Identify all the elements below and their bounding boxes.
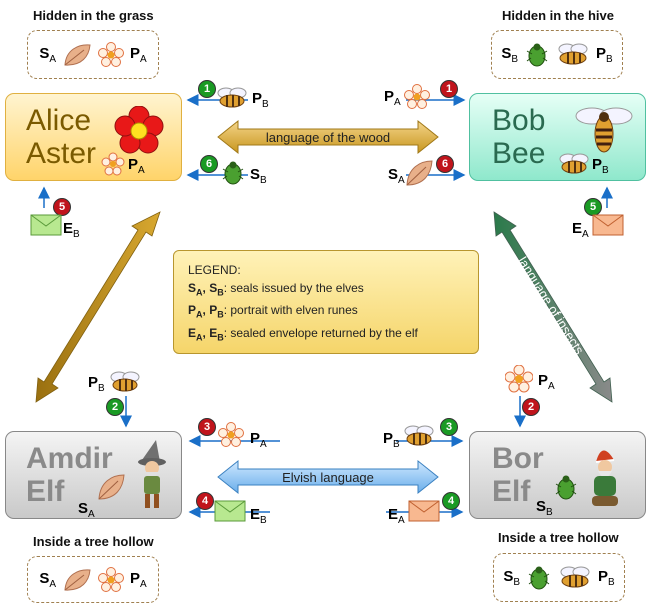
seal-label: SA — [78, 500, 95, 520]
channel-arrow-right — [493, 211, 613, 403]
hidden-items-alice: SA PA — [27, 30, 159, 79]
hidden-items-bor: SB PB — [493, 553, 625, 602]
seal-label: SB — [536, 498, 553, 518]
seal-label: SB — [503, 567, 520, 588]
legend-title: LEGEND: — [188, 263, 241, 277]
elf-figure-icon — [592, 450, 618, 506]
portrait-label: PA — [384, 88, 401, 108]
step-badge: 2 — [106, 398, 124, 416]
step-badge: 4 — [196, 492, 214, 510]
channel-label-top: language of the wood — [265, 130, 391, 145]
bee-icon — [558, 43, 588, 64]
legend-row-envelopes: EA, EB: sealed envelope returned by the … — [188, 325, 418, 343]
step-badge: 6 — [200, 155, 218, 173]
beetle-icon — [526, 43, 548, 66]
caption-amdir-hidden: Inside a tree hollow — [33, 534, 154, 549]
party-alice: Alice Aster PA — [5, 93, 182, 181]
envelope-icon — [592, 214, 624, 236]
portrait-label: PB — [252, 90, 269, 110]
flower-icon — [218, 422, 244, 447]
bee-large-icon — [575, 107, 633, 153]
portrait-label: PB — [592, 156, 609, 176]
bee-icon — [110, 371, 140, 392]
portrait-label: PA — [250, 430, 267, 450]
channel-arrow-left — [35, 211, 161, 403]
party-name-amdir: Amdir Elf — [26, 442, 113, 508]
step-badge: 3 — [440, 418, 458, 436]
step-badge: 4 — [442, 492, 460, 510]
step-badge: 3 — [198, 418, 216, 436]
seal-label: SB — [501, 44, 518, 65]
portrait-label: PB — [383, 430, 400, 450]
leaf-icon — [64, 568, 91, 591]
bee-icon — [404, 425, 434, 446]
step-badge: 6 — [436, 155, 454, 173]
elf-figure-icon — [138, 440, 166, 508]
portrait-label: PB — [88, 374, 105, 394]
party-name-alice: Alice Aster — [26, 104, 97, 170]
step-badge: 1 — [198, 80, 216, 98]
step-badge: 5 — [53, 198, 71, 216]
portrait-label: PB — [598, 567, 615, 588]
flower-icon — [505, 365, 533, 393]
envelope-icon — [408, 500, 440, 522]
beetle-icon — [222, 161, 244, 185]
leaf-icon — [64, 43, 91, 66]
leaf-icon — [98, 474, 125, 500]
beetle-icon — [528, 566, 550, 589]
party-amdir: Amdir Elf SA — [5, 431, 182, 520]
red-flower-icon — [114, 106, 164, 154]
legend-row-seals: SA, SB: seals issued by the elves — [188, 281, 364, 298]
hidden-items-bob: SB PB — [491, 30, 623, 79]
channel-label-bottom: Elvish language — [282, 470, 374, 485]
party-name-bor: Bor Elf — [492, 442, 544, 508]
party-name-bob: Bob Bee — [492, 104, 546, 170]
portrait-label: PA — [130, 569, 147, 590]
portrait-label: PA — [128, 156, 145, 176]
envelope-icon — [30, 214, 62, 236]
leaf-icon — [406, 160, 433, 186]
caption-alice-hidden: Hidden in the grass — [33, 8, 154, 23]
portrait-label: PA — [538, 372, 555, 392]
envelope-icon — [214, 500, 246, 522]
seal-label: SA — [388, 166, 405, 186]
envelope-label: EA — [388, 506, 405, 526]
hidden-items-amdir: SA PA — [27, 556, 159, 603]
flower-icon — [98, 41, 124, 67]
step-badge: 2 — [522, 398, 540, 416]
caption-bor-hidden: Inside a tree hollow — [498, 530, 619, 545]
bee-icon — [559, 153, 589, 174]
bee-icon — [217, 87, 247, 108]
seal-label: SA — [39, 44, 56, 65]
envelope-label: EB — [63, 220, 80, 240]
caption-bob-hidden: Hidden in the hive — [502, 8, 614, 23]
envelope-label: EA — [572, 220, 589, 240]
legend-box: LEGEND: SA, SB: seals issued by the elve… — [173, 250, 479, 354]
portrait-label: PA — [130, 44, 147, 65]
channel-arrow-top — [217, 119, 439, 155]
party-bor: Bor Elf SB — [469, 431, 646, 519]
flower-icon — [404, 84, 430, 109]
beetle-icon — [555, 475, 577, 500]
seal-label: SB — [250, 166, 267, 186]
channel-arrow-bottom — [217, 459, 439, 495]
portrait-label: PB — [596, 44, 613, 65]
flower-icon — [98, 566, 124, 592]
seal-label: SA — [39, 569, 56, 590]
envelope-label: EB — [250, 506, 267, 526]
flower-icon — [101, 152, 125, 176]
party-bob: Bob Bee PB — [469, 93, 646, 181]
legend-row-portraits: PA, PB: portrait with elven runes — [188, 303, 358, 320]
bee-icon — [560, 566, 590, 587]
step-badge: 1 — [440, 80, 458, 98]
